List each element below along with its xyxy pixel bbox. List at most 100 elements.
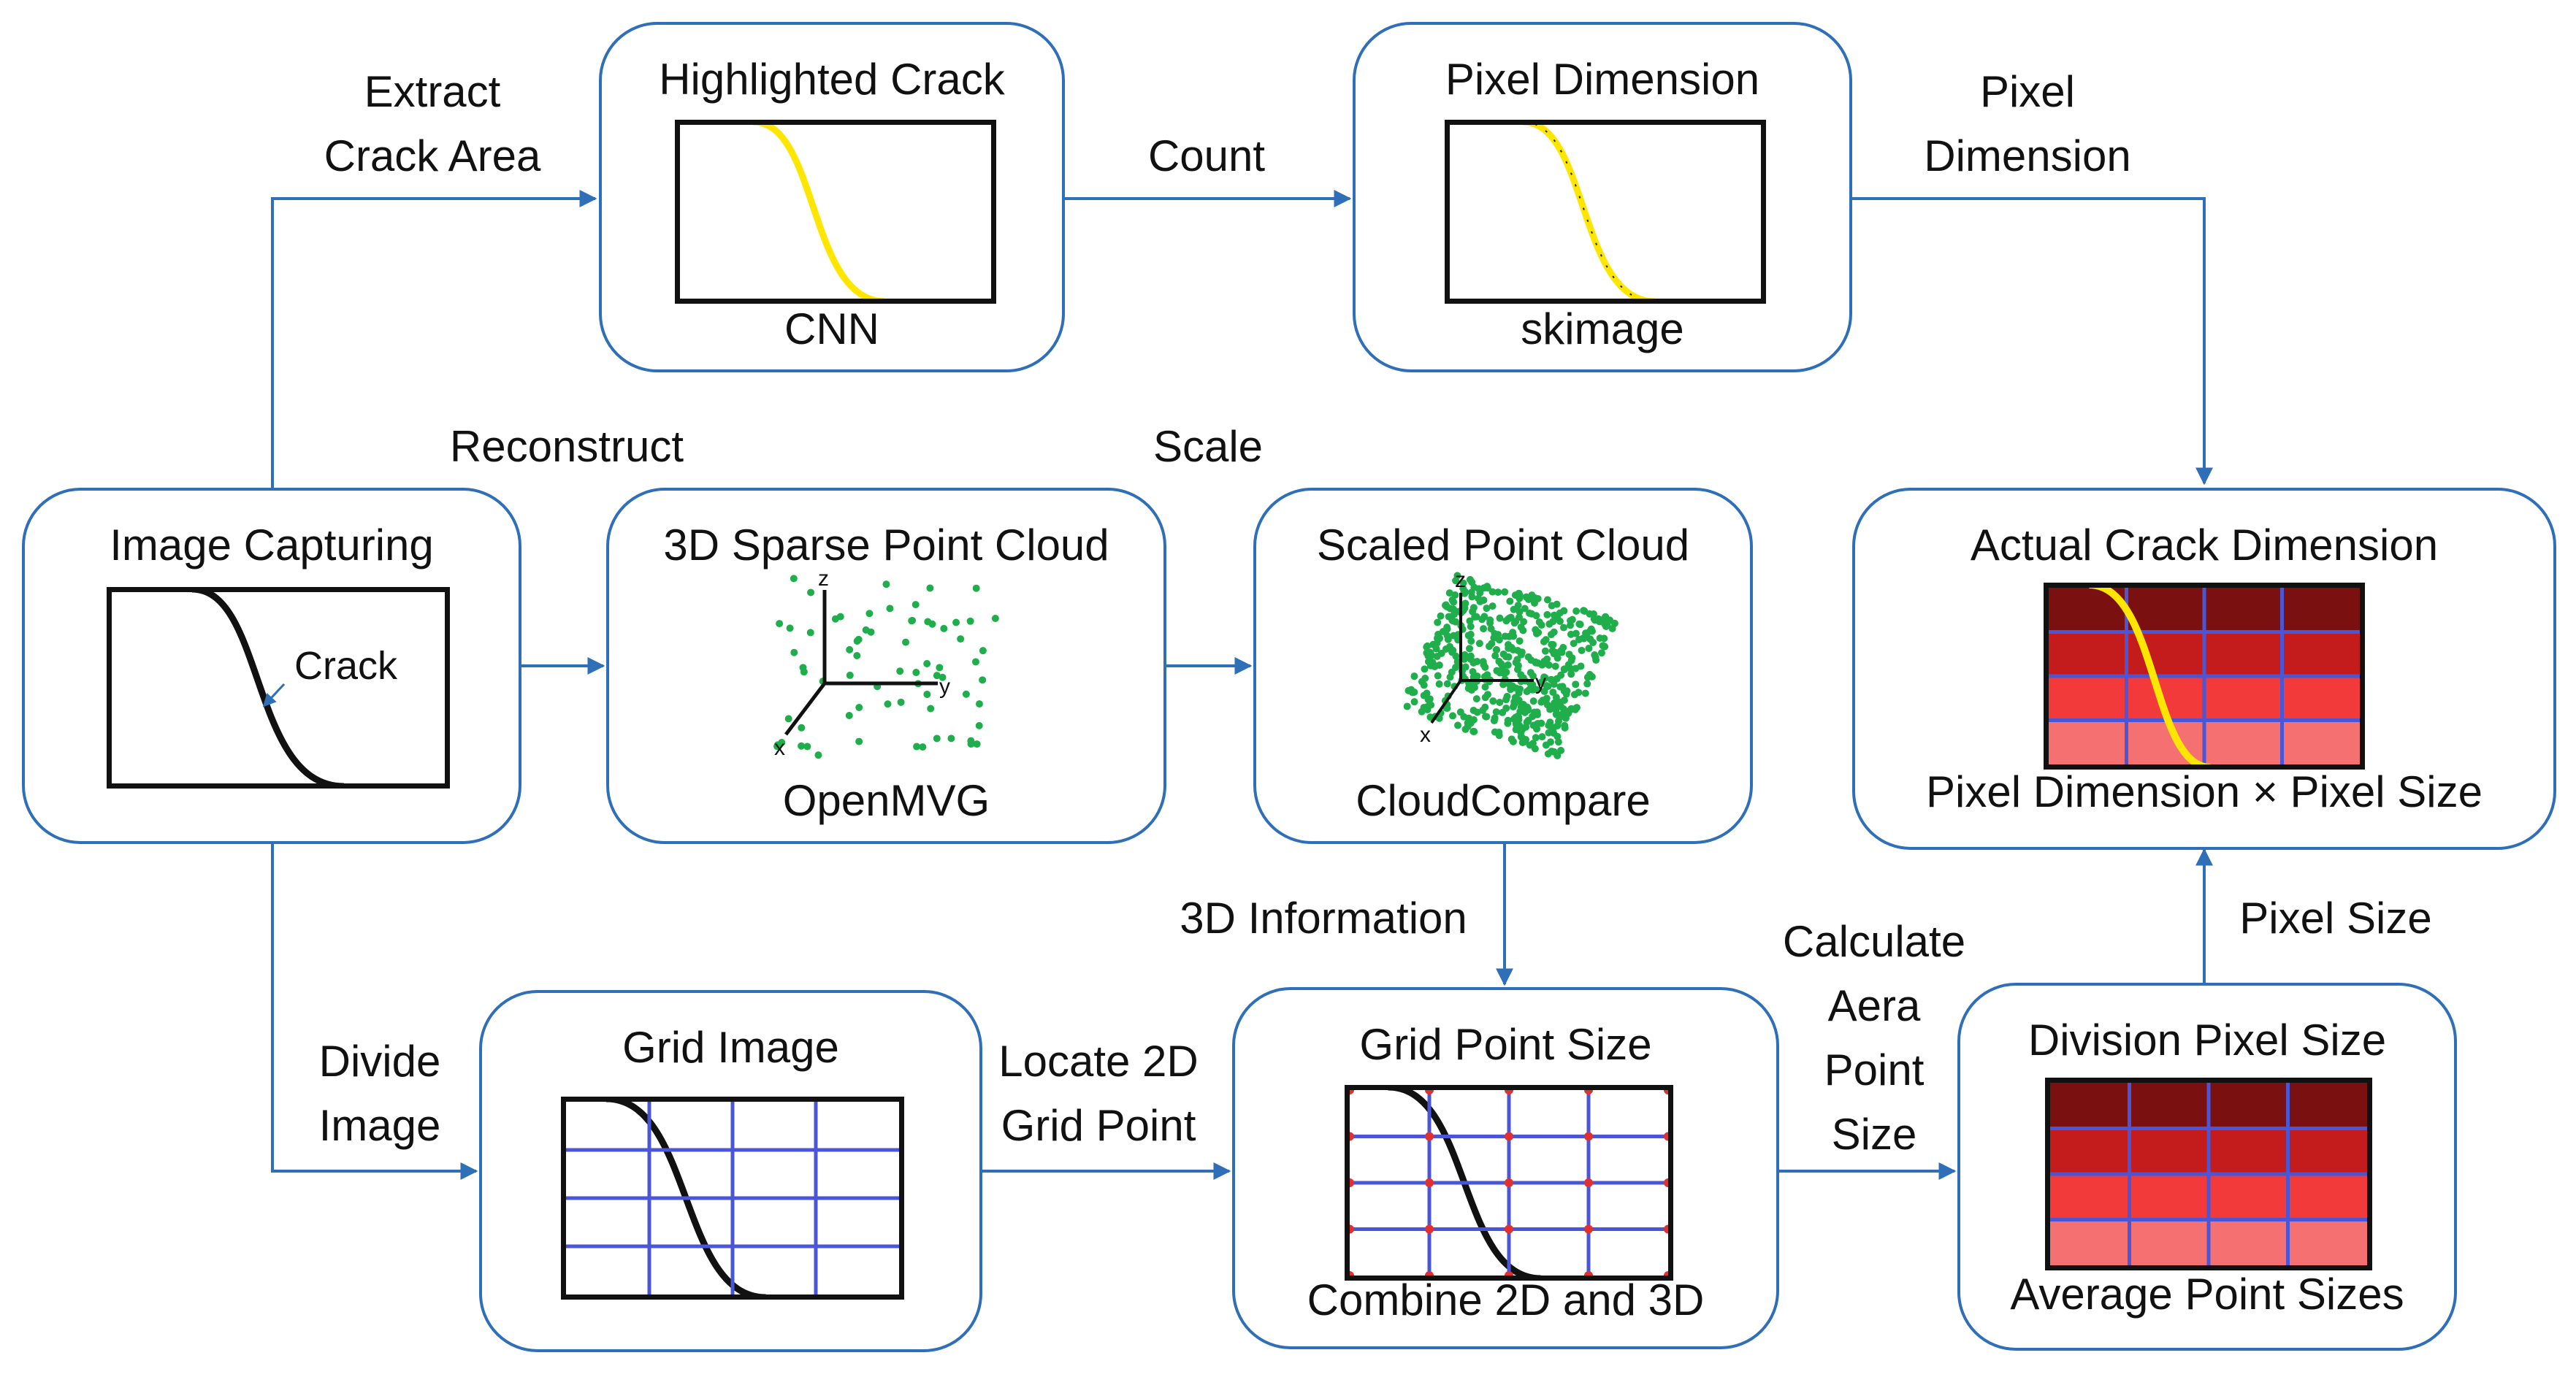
node-subtitle: CloudCompare bbox=[1356, 776, 1651, 825]
point bbox=[814, 751, 822, 759]
point bbox=[1572, 680, 1580, 688]
point bbox=[1517, 651, 1525, 659]
edge-label-scale: Scale bbox=[1153, 422, 1264, 471]
point bbox=[1516, 637, 1524, 645]
point bbox=[1449, 646, 1457, 654]
arrow-divide bbox=[271, 844, 478, 1180]
point bbox=[1524, 716, 1532, 724]
grid-point bbox=[1664, 1178, 1668, 1187]
point bbox=[1550, 628, 1558, 636]
point bbox=[927, 705, 935, 713]
point bbox=[862, 626, 870, 634]
point bbox=[1448, 668, 1456, 676]
point bbox=[1481, 713, 1489, 721]
point bbox=[1510, 619, 1518, 627]
point bbox=[1513, 697, 1521, 705]
point bbox=[1567, 656, 1575, 664]
point bbox=[1437, 612, 1445, 620]
y-label: y bbox=[939, 675, 950, 699]
point bbox=[1439, 627, 1447, 635]
point bbox=[1510, 605, 1518, 613]
point bbox=[1505, 640, 1513, 648]
point bbox=[786, 624, 794, 632]
node-sparse-point-cloud: 3D Sparse Point Cloud z y x OpenMVG bbox=[606, 488, 1166, 844]
point bbox=[919, 743, 927, 751]
point bbox=[1488, 640, 1496, 648]
point bbox=[1599, 642, 1607, 650]
point bbox=[1469, 604, 1478, 612]
crack-curve bbox=[191, 586, 345, 790]
point bbox=[1549, 640, 1557, 648]
point bbox=[979, 676, 987, 684]
point bbox=[1526, 609, 1534, 617]
point bbox=[1480, 597, 1488, 605]
point bbox=[807, 588, 815, 597]
point bbox=[1468, 578, 1476, 586]
x-axis bbox=[1430, 679, 1462, 724]
point bbox=[1450, 632, 1458, 640]
point bbox=[1471, 613, 1479, 621]
node-title: Image Capturing bbox=[110, 521, 434, 569]
point bbox=[806, 629, 814, 637]
arrow-extract bbox=[271, 190, 597, 488]
grid-point bbox=[1584, 1132, 1593, 1141]
point bbox=[1517, 671, 1525, 679]
point bbox=[1496, 698, 1504, 706]
point bbox=[1435, 680, 1443, 688]
node-title: Pixel Dimension bbox=[1445, 55, 1760, 104]
point bbox=[1502, 617, 1510, 625]
arrow-pixel-dimension bbox=[1852, 197, 2213, 486]
point bbox=[1410, 672, 1418, 680]
point bbox=[1499, 708, 1507, 716]
point bbox=[1581, 689, 1589, 697]
point bbox=[855, 703, 863, 711]
point bbox=[1467, 637, 1475, 645]
grid-point bbox=[1664, 1224, 1668, 1234]
point bbox=[1421, 665, 1429, 673]
point bbox=[1549, 688, 1557, 697]
point bbox=[962, 690, 970, 698]
point bbox=[1461, 663, 1469, 671]
point bbox=[1410, 688, 1418, 696]
node-title: Scaled Point Cloud bbox=[1316, 521, 1690, 569]
node-scaled-point-cloud: Scaled Point Cloud z y x CloudCompare bbox=[1253, 488, 1753, 844]
point bbox=[1434, 672, 1442, 680]
point bbox=[1454, 721, 1462, 729]
point bbox=[776, 620, 784, 628]
point bbox=[936, 664, 944, 672]
sparse-points bbox=[773, 575, 999, 759]
grid-point bbox=[1350, 1090, 1354, 1094]
point bbox=[1572, 607, 1581, 615]
point bbox=[1492, 708, 1500, 716]
point bbox=[1604, 618, 1612, 626]
point bbox=[1501, 588, 1509, 596]
point bbox=[1537, 621, 1545, 629]
node-highlighted-crack: Highlighted Crack CNN bbox=[599, 22, 1065, 372]
point bbox=[1556, 609, 1564, 617]
point bbox=[1492, 646, 1500, 654]
node-subtitle: OpenMVG bbox=[782, 776, 990, 825]
point bbox=[1486, 619, 1494, 627]
point bbox=[939, 673, 947, 681]
point bbox=[1546, 705, 1554, 713]
point bbox=[1576, 621, 1584, 629]
point bbox=[1588, 627, 1596, 635]
point bbox=[1511, 591, 1519, 599]
highlighted-crack-curve bbox=[752, 118, 885, 305]
grid-point bbox=[1350, 1178, 1354, 1187]
grid-point bbox=[1425, 1271, 1434, 1276]
point bbox=[923, 659, 931, 667]
point bbox=[1552, 694, 1560, 702]
point bbox=[1491, 728, 1499, 736]
point bbox=[1479, 706, 1487, 714]
point bbox=[1533, 725, 1541, 733]
point bbox=[1610, 619, 1618, 627]
point bbox=[902, 638, 910, 646]
grid-point bbox=[1505, 1132, 1513, 1141]
point bbox=[972, 584, 980, 592]
point bbox=[1532, 734, 1540, 742]
point bbox=[975, 700, 983, 708]
point bbox=[784, 715, 792, 723]
